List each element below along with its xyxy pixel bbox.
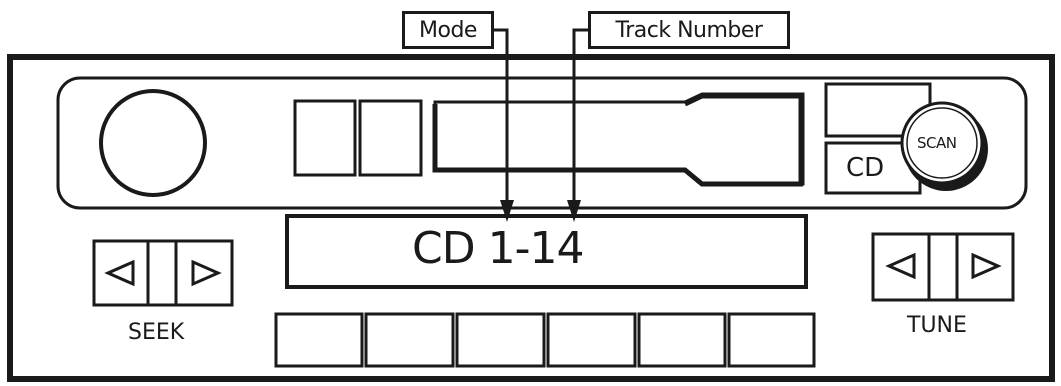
seek-label: SEEK [128,320,185,345]
tune-divider [927,232,959,302]
preset-button-3[interactable] [455,312,546,368]
seek-divider [146,239,178,307]
scan-label: SCAN [917,134,957,152]
preset-button-4[interactable] [546,312,637,368]
track-arrowhead [567,200,581,222]
tune-left-icon [885,252,916,280]
track-number-callout-label: Track Number [588,11,790,49]
seek-left-icon [104,259,135,287]
tune-right-icon [971,252,1002,280]
display-readout: CD 1-14 [412,223,584,274]
cd-label: CD [846,153,885,183]
preset-button-6[interactable] [727,312,816,368]
cd-slot-top-shadow [683,93,804,182]
mode-leader-line [494,28,509,207]
main-display [285,214,808,289]
volume-knob[interactable] [99,89,207,197]
tune-label: TUNE [907,313,967,338]
scan-knob-inner [906,107,978,179]
preset-button-5[interactable] [637,312,727,368]
preset-button-1[interactable] [274,312,364,368]
upper-square-button-1[interactable] [293,99,357,177]
cd-slot-shadow [432,104,803,187]
preset-button-2[interactable] [364,312,455,368]
seek-right-icon [191,259,222,287]
mode-arrowhead [500,200,514,222]
track-leader-line [572,28,588,207]
mode-callout-label: Mode [402,11,494,49]
upper-square-button-2[interactable] [358,99,423,177]
